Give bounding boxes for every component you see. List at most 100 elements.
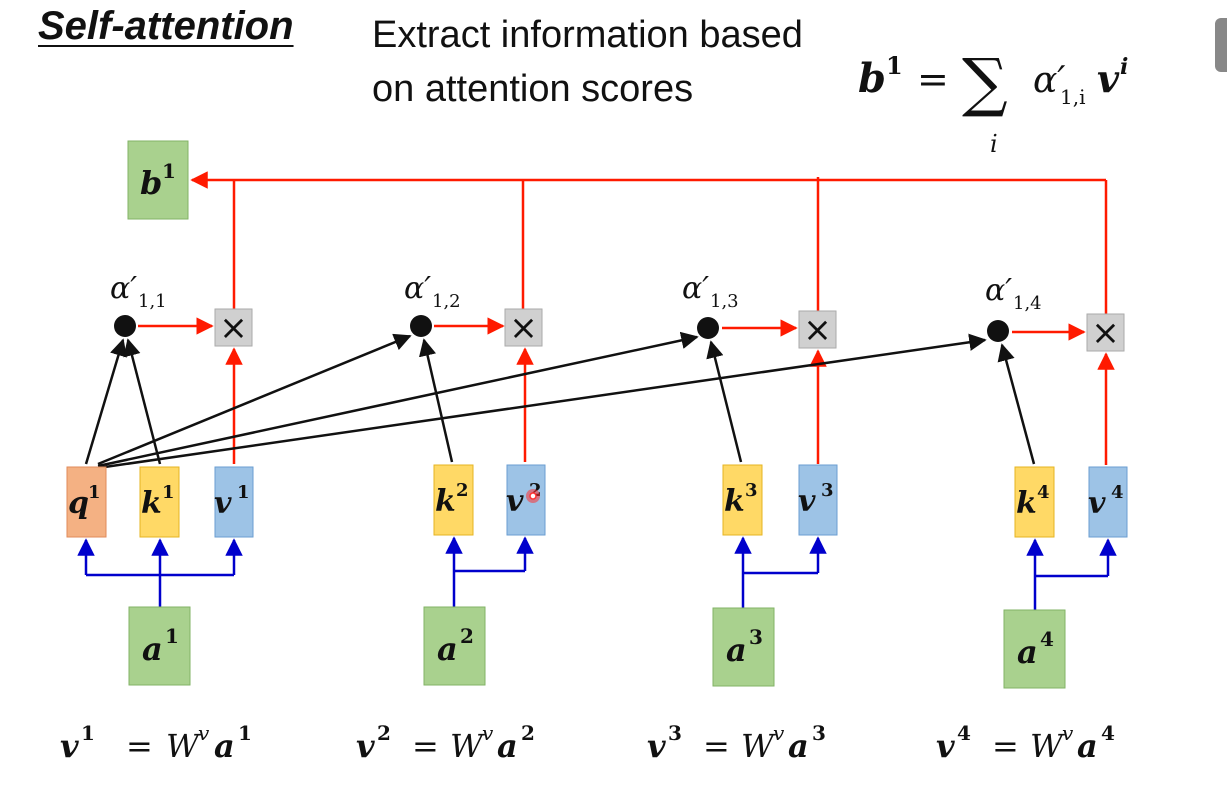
svg-text:=: = (412, 727, 439, 765)
score-label-3: α′ (682, 271, 709, 306)
query-q1: q 1 (66, 466, 107, 538)
key-label-4: k (1016, 486, 1037, 521)
output-b1: b 1 (127, 140, 189, 220)
value-label-4: v (1088, 486, 1106, 521)
svg-text:1: 1 (81, 721, 95, 745)
subtitle-line-1: Extract information based (372, 14, 803, 56)
key-sup-2: 2 (456, 480, 469, 501)
formula-alpha: α′ (1033, 60, 1065, 101)
svg-text:W: W (450, 727, 486, 765)
key-label-3: k (724, 484, 745, 519)
svg-text:=: = (703, 727, 730, 765)
value-to-multiply-arrows (225, 347, 1115, 465)
key-label-2: k (435, 484, 456, 519)
value-v1: v 1 (214, 466, 254, 538)
output-label: b (140, 164, 162, 202)
svg-text:2: 2 (521, 721, 535, 745)
svg-text:3: 3 (812, 721, 826, 745)
svg-text:4: 4 (957, 721, 971, 745)
score-to-multiply-arrows (138, 317, 1086, 341)
svg-text:v: v (482, 721, 494, 745)
multiply-box-2: × (504, 308, 543, 348)
multiply-icon: × (219, 308, 248, 348)
svg-text:3: 3 (668, 721, 682, 745)
key-sup-3: 3 (745, 480, 758, 501)
svg-text:v: v (356, 727, 375, 765)
svg-text:a: a (214, 727, 235, 765)
input-label-4: a (1017, 633, 1038, 671)
scrollbar-handle[interactable] (1215, 18, 1227, 72)
key-k4: k 4 (1014, 466, 1055, 538)
formula-v: v (1097, 56, 1120, 101)
value-boxes: v 1 v 2 v 3 v 4 (214, 464, 1128, 538)
input-label-3: a (726, 631, 747, 669)
cursor-dot (529, 492, 537, 500)
output-sup: 1 (162, 159, 176, 183)
key-label-1: k (141, 486, 162, 521)
value-sup-3: 3 (821, 480, 834, 501)
equation-1: v 1 = W v a 1 (60, 721, 252, 765)
key-boxes: k 1 k 2 k 3 k 4 (139, 464, 1055, 538)
input-sup-4: 4 (1040, 627, 1054, 651)
equation-3: v 3 = W v a 3 (647, 721, 826, 765)
svg-text:v: v (1062, 721, 1074, 745)
formula-alpha-sub: 1,i (1060, 85, 1085, 109)
input-sup-1: 1 (165, 624, 179, 648)
query-sup: 1 (88, 482, 101, 503)
input-a1: a 1 (128, 606, 191, 686)
value-label-1: v (214, 486, 232, 521)
slide-title: Self-attention (38, 4, 294, 48)
input-sup-2: 2 (460, 624, 474, 648)
formula-lhs-sup: 1 (886, 51, 903, 80)
svg-text:=: = (126, 727, 153, 765)
value-sup-1: 1 (237, 482, 250, 503)
svg-text:=: = (992, 727, 1019, 765)
key-k3: k 3 (722, 464, 763, 536)
svg-text:1: 1 (238, 721, 252, 745)
attention-sum-formula: b 1 = ∑ i α′ 1,i v i (858, 46, 1128, 158)
score-label-1: α′ (110, 271, 137, 306)
formula-equals: = (917, 57, 949, 101)
subtitle-line-2: on attention scores (372, 68, 694, 110)
value-sup-4: 4 (1111, 482, 1124, 503)
svg-text:a: a (1077, 727, 1098, 765)
key-k1: k 1 (139, 466, 180, 538)
value-v2: v 2 (506, 464, 546, 536)
score-label-2: α′ (404, 271, 431, 306)
score-dot-4 (987, 320, 1009, 342)
score-label-2-sub: 1,2 (432, 291, 461, 312)
projection-arrows (77, 536, 1117, 610)
svg-text:a: a (497, 727, 518, 765)
value-v3: v 3 (798, 464, 838, 536)
formula-v-sup: i (1120, 54, 1128, 80)
score-label-4-sub: 1,4 (1013, 293, 1042, 314)
equation-4: v 4 = W v a 4 (936, 721, 1115, 765)
input-a4: a 4 (1003, 609, 1066, 689)
multiply-box-1: × (214, 308, 253, 348)
multiply-icon: × (803, 310, 832, 350)
score-dot-3 (697, 317, 719, 339)
score-dot-2 (410, 315, 432, 337)
input-a2: a 2 (423, 606, 486, 686)
svg-text:a: a (788, 727, 809, 765)
value-v4: v 4 (1088, 466, 1128, 538)
equation-2: v 2 = W v a 2 (356, 721, 535, 765)
score-label-3-sub: 1,3 (710, 291, 739, 312)
input-sup-3: 3 (749, 625, 763, 649)
query-label: q (68, 486, 89, 521)
input-label-2: a (437, 630, 458, 668)
score-label-4: α′ (985, 273, 1012, 308)
svg-text:v: v (773, 721, 785, 745)
score-dots (114, 315, 1009, 342)
svg-text:W: W (741, 727, 777, 765)
key-sup-1: 1 (162, 482, 175, 503)
formula-lhs: b (858, 55, 886, 102)
input-boxes: a 1 a 2 a 3 a 4 (128, 606, 1066, 689)
score-dot-1 (114, 315, 136, 337)
score-labels: α′ 1,1 α′ 1,2 α′ 1,3 α′ 1,4 (110, 271, 1042, 314)
svg-text:v: v (936, 727, 955, 765)
input-a3: a 3 (712, 607, 775, 687)
sum-bus (190, 171, 1108, 314)
multiply-icon: × (509, 308, 538, 348)
